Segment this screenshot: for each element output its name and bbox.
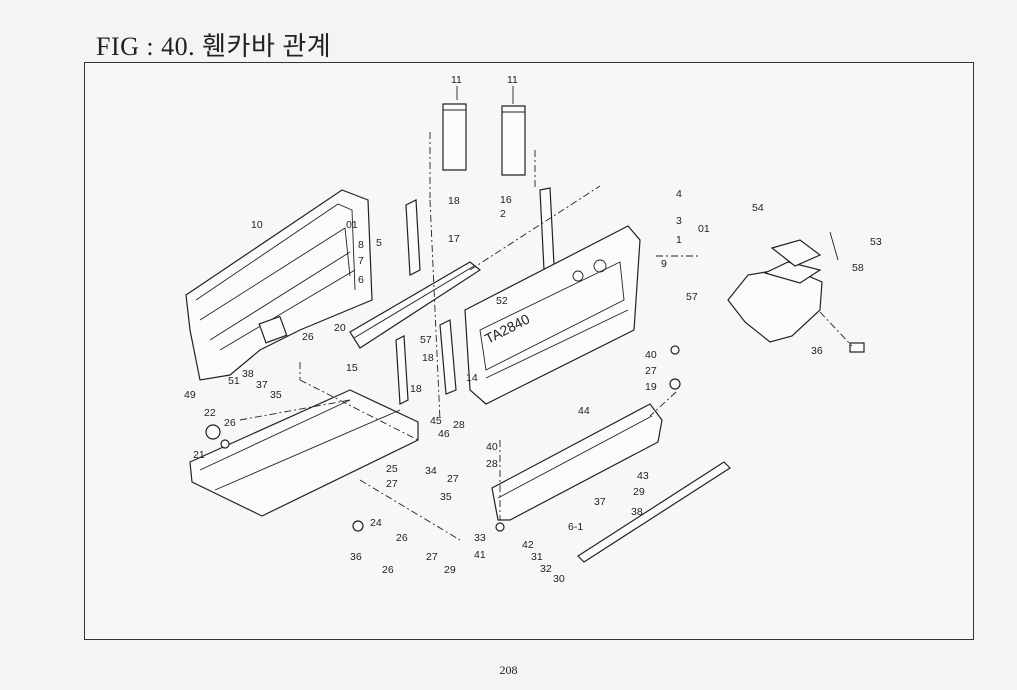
callout: 18 [422,352,434,364]
callout: 20 [334,322,346,334]
assembly-guide-lines [239,185,853,541]
callout: 22 [204,407,216,419]
callout: 25 [386,463,398,475]
callout: 40 [645,349,657,361]
callout: 26 [382,564,394,576]
callout: 40 [486,441,498,453]
callout: 01 [346,219,358,231]
filler-block-left [429,103,467,198]
callout: 37 [594,496,606,508]
side-strip-57-left [395,335,409,405]
base-frame-6-1 [189,389,419,517]
clip-27 [669,378,681,390]
callout: 28 [486,458,498,470]
callout: 51 [228,375,240,387]
callout: 32 [540,563,552,575]
callout: 5 [376,237,382,249]
callout: 58 [852,262,864,274]
callout: 37 [256,379,268,391]
lower-front-bar [491,403,663,521]
clip-27-lower [495,522,505,532]
left-fender-cover [185,189,373,381]
callout: 2 [500,208,506,220]
callout: 49 [184,389,196,401]
callout: 45 [430,415,442,427]
callout: 30 [553,573,565,585]
page-number: 208 [499,663,518,677]
knob-49 [205,424,221,440]
callout: 27 [645,365,657,377]
side-strip-17 [405,199,421,276]
callout: 31 [531,551,543,563]
callout: 1 [676,234,682,246]
side-strip-14 [439,319,457,395]
filler-block-right [501,105,536,190]
callout: 36 [811,345,823,357]
callout: 4 [676,188,682,200]
callout: 26 [302,331,314,343]
callout: 15 [346,362,358,374]
washer-22 [220,439,230,449]
callout: 3 [676,215,682,227]
callout: 27 [426,551,438,563]
callout: 9 [661,258,667,270]
callout: 43 [637,470,649,482]
callout: 26 [396,532,408,544]
callout: 35 [270,389,282,401]
bolt-58 [849,342,865,353]
callout: 11 [507,74,518,86]
callout: 18 [410,383,422,395]
callout: 38 [242,368,254,380]
callout: 33 [474,532,486,544]
callout: 01 [698,223,710,235]
console-box [727,239,823,343]
callout: 18 [448,195,460,207]
callout: 41 [474,549,486,561]
bolt-28 [670,345,680,355]
callout: 6-1 [568,521,583,533]
callout: 27 [386,478,398,490]
bolt-54 [829,231,839,261]
callout: 29 [444,564,456,576]
callout: 14 [466,372,478,384]
figure-title: FIG : 40. 휀카바 관계 [96,32,332,61]
callout: 52 [496,295,508,307]
callout: 53 [870,236,882,248]
callout: 26 [224,417,236,429]
callout-labels: 11 11 10 01 5 8 7 6 20 26 15 18 17 57 18… [184,74,882,585]
callout: 27 [447,473,459,485]
callout: 46 [438,428,450,440]
callout: 6 [358,274,364,286]
callout: 36 [350,551,362,563]
callout: 44 [578,405,590,417]
callout: 16 [500,194,512,206]
callout: 11 [451,74,462,86]
callout: 57 [686,291,698,303]
callout: 17 [448,233,460,245]
callout: 8 [358,239,364,251]
callout: 10 [251,219,263,231]
callout: 19 [645,381,657,393]
callout: 29 [633,486,645,498]
callout: 24 [370,517,382,529]
skirt-strip [577,461,731,563]
clip-24 [352,520,364,532]
callout: 54 [752,202,764,214]
callout: 57 [420,334,432,346]
callout: 7 [358,255,364,267]
callout: 34 [425,465,437,477]
callout: 21 [193,449,205,461]
right-front-panel: TA2840 [464,225,641,405]
callout: 38 [631,506,643,518]
fender-strip-15 [349,261,482,349]
callout: 42 [522,539,534,551]
side-strip-16 [539,187,555,271]
callout: 28 [453,419,465,431]
callout: 35 [440,491,452,503]
